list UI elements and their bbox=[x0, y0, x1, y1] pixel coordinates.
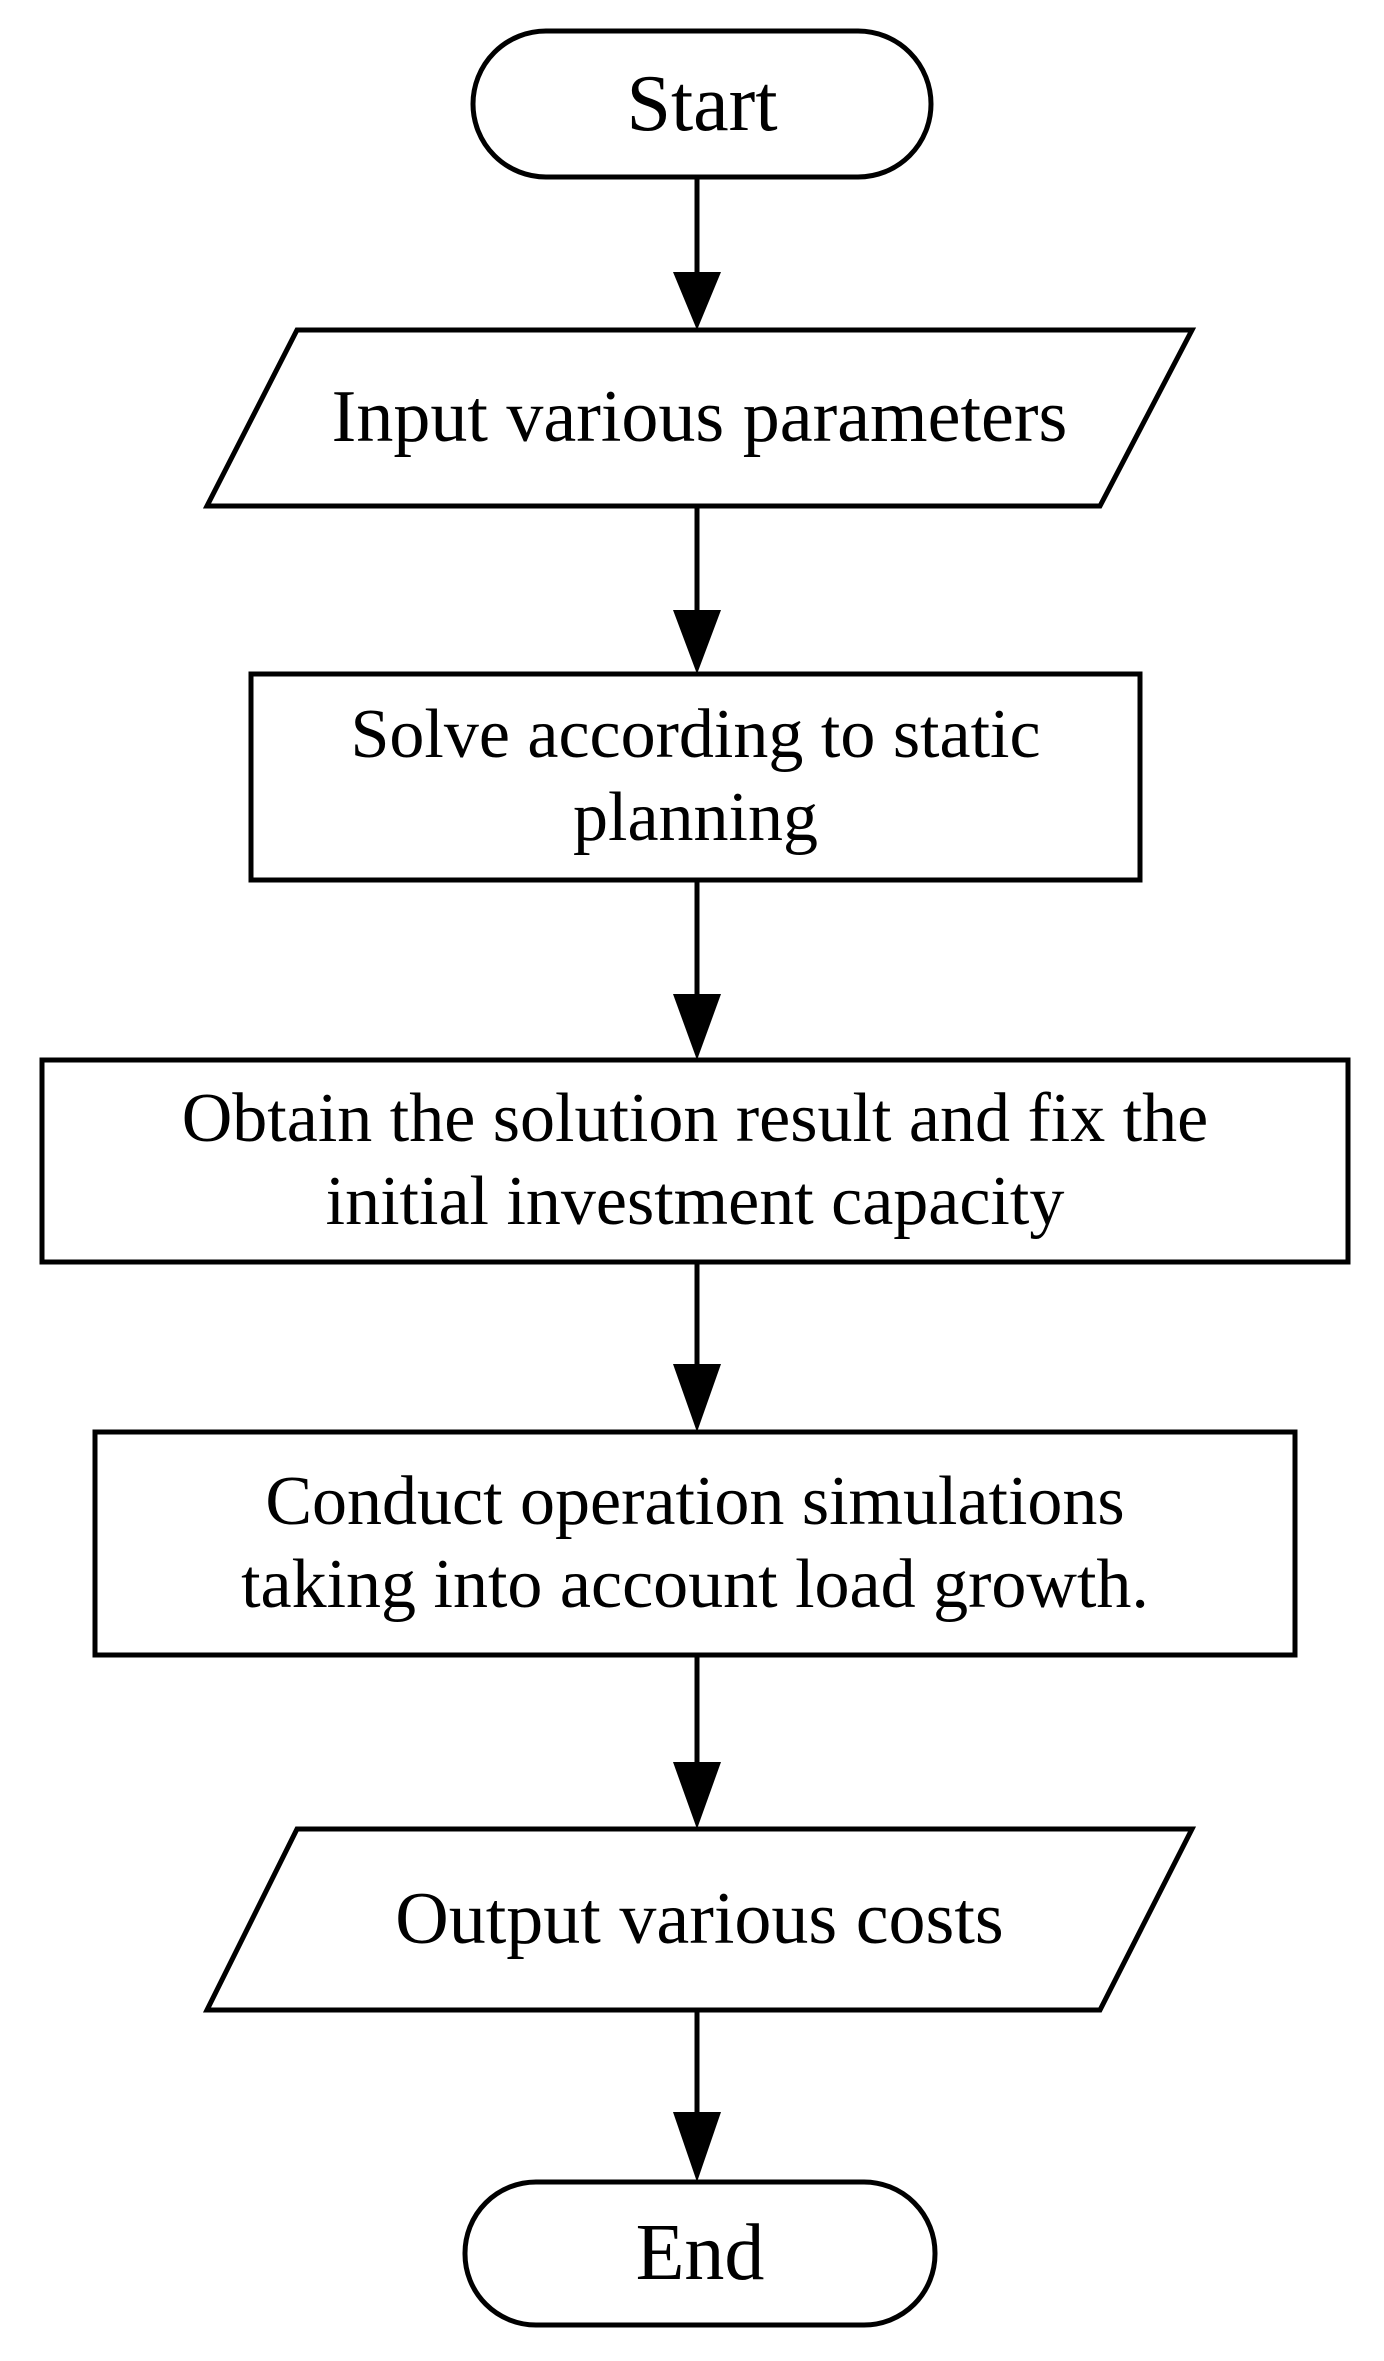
node-shape-conduct-operation-simulations[interactable] bbox=[95, 1432, 1295, 1655]
node-shape-solve-static-planning[interactable] bbox=[251, 674, 1140, 880]
node-shape-start[interactable] bbox=[473, 31, 931, 177]
connector-solve-to-obtain bbox=[673, 880, 721, 1060]
node-shape-end[interactable] bbox=[465, 2182, 935, 2325]
node-shape-obtain-solution-result[interactable] bbox=[42, 1060, 1348, 1262]
connector-obtain-to-conduct bbox=[673, 1262, 721, 1432]
connector-input-to-solve bbox=[673, 506, 721, 674]
node-shape-input-parameters[interactable] bbox=[207, 330, 1192, 506]
connector-output-to-end bbox=[673, 2010, 721, 2182]
connector-conduct-to-output bbox=[673, 1655, 721, 1829]
connector-start-to-input bbox=[673, 177, 721, 330]
node-shape-output-costs[interactable] bbox=[207, 1829, 1192, 2010]
